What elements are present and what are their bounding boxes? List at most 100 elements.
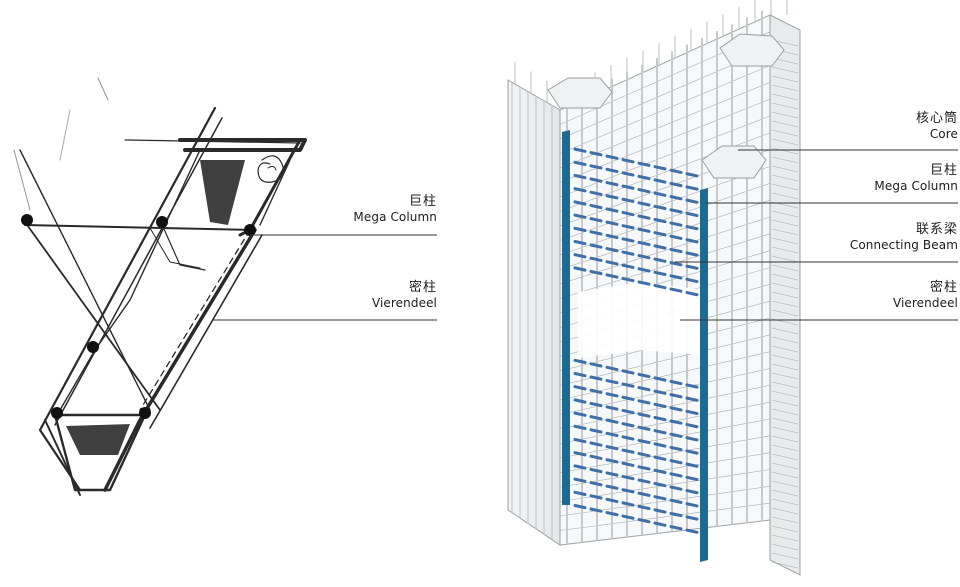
floor-line [771, 111, 799, 119]
connecting-beam [653, 416, 667, 422]
connecting-beam [637, 214, 651, 220]
connecting-beam [669, 393, 683, 399]
connecting-beam [605, 471, 619, 477]
connecting-beam [589, 388, 603, 394]
connecting-beam [653, 191, 667, 197]
connecting-beam [669, 472, 683, 478]
connecting-beam [685, 489, 699, 495]
floor-line [771, 408, 799, 416]
floor-line [771, 282, 799, 290]
sketch-label-vierendeel: 密柱 Vierendeel [372, 281, 437, 309]
connecting-beam [605, 273, 619, 279]
floor-line [771, 147, 799, 155]
connecting-beam [589, 256, 603, 262]
label-en: Connecting Beam [849, 238, 958, 252]
connecting-beam [685, 515, 699, 521]
connecting-beam [669, 511, 683, 518]
connecting-beam [621, 369, 635, 375]
floor-line [771, 480, 799, 488]
connecting-beam [605, 181, 619, 187]
connecting-beam [669, 498, 683, 504]
floor-line [771, 345, 799, 353]
label-zh: 巨柱 [408, 194, 437, 209]
connecting-beam [685, 291, 699, 297]
floor-line [559, 233, 771, 299]
connecting-beam [573, 174, 587, 180]
connecting-beam [621, 422, 635, 428]
connecting-beam [637, 161, 651, 167]
connecting-beam [605, 247, 619, 253]
floor-line [771, 273, 799, 281]
connecting-beam [605, 392, 619, 398]
connecting-beam [653, 231, 667, 237]
connecting-beam [573, 200, 587, 206]
connecting-beam [573, 398, 587, 404]
floor-line [771, 228, 799, 236]
floor-line [559, 183, 771, 256]
connecting-beam [589, 467, 603, 474]
connecting-beam [669, 406, 683, 412]
floor-line [771, 399, 799, 407]
connecting-beam [637, 372, 651, 379]
floor-line [771, 552, 799, 560]
connecting-beam [589, 190, 603, 196]
connecting-beam [637, 425, 651, 431]
connecting-beam [605, 418, 619, 424]
connecting-beam [669, 419, 683, 425]
mega-column-right [700, 188, 708, 562]
connecting-beam [621, 263, 635, 269]
model-label-core: 核心筒 Core [916, 112, 958, 140]
connecting-beam [589, 494, 603, 500]
floor-line [771, 354, 799, 362]
model-label-connecting-beam: 联系梁 Connecting Beam [850, 223, 958, 251]
connecting-beam [621, 224, 635, 230]
core-top-middle [701, 145, 767, 179]
label-en: Mega Column [874, 179, 958, 193]
connecting-beam [637, 491, 651, 497]
connecting-beam [637, 504, 651, 511]
connecting-beam [621, 461, 635, 467]
connecting-beam [589, 203, 603, 210]
connecting-beam [653, 521, 667, 527]
connecting-beam [621, 395, 635, 401]
connecting-beam [573, 358, 587, 364]
connecting-beam [573, 240, 587, 246]
connecting-beam [605, 154, 619, 160]
floor-line [771, 336, 799, 344]
label-zh: 密柱 [929, 280, 958, 295]
connecting-beam [637, 240, 651, 247]
floor-line [771, 300, 799, 308]
connecting-beam [669, 485, 683, 491]
connecting-beam [653, 442, 667, 448]
label-en: Mega Column [353, 210, 437, 224]
connecting-beam [653, 482, 667, 488]
floor-line [771, 237, 799, 245]
connecting-beam [685, 409, 699, 416]
connecting-beam [685, 185, 699, 191]
connecting-beam [637, 280, 651, 286]
connecting-beam [685, 238, 699, 244]
floor-line [771, 210, 799, 218]
connecting-beam [685, 383, 699, 389]
connecting-beam [653, 178, 667, 184]
floor-line [771, 129, 799, 137]
connecting-beam [621, 197, 635, 203]
connecting-beam [573, 424, 587, 430]
connecting-beam [653, 218, 667, 224]
connecting-beam [637, 399, 651, 405]
connecting-beam [653, 284, 667, 290]
connecting-beam [621, 237, 635, 243]
floor-line [771, 327, 799, 335]
connecting-beam [685, 251, 699, 257]
connecting-beam [573, 504, 587, 510]
label-zh: 巨柱 [929, 163, 958, 178]
floor-line [771, 390, 799, 398]
floor-line [771, 120, 799, 128]
connecting-beam [573, 226, 587, 232]
floor-line [771, 426, 799, 434]
floor-line [771, 309, 799, 317]
floor-line [771, 516, 799, 524]
connecting-beam [637, 478, 651, 484]
connecting-beam [605, 431, 619, 438]
